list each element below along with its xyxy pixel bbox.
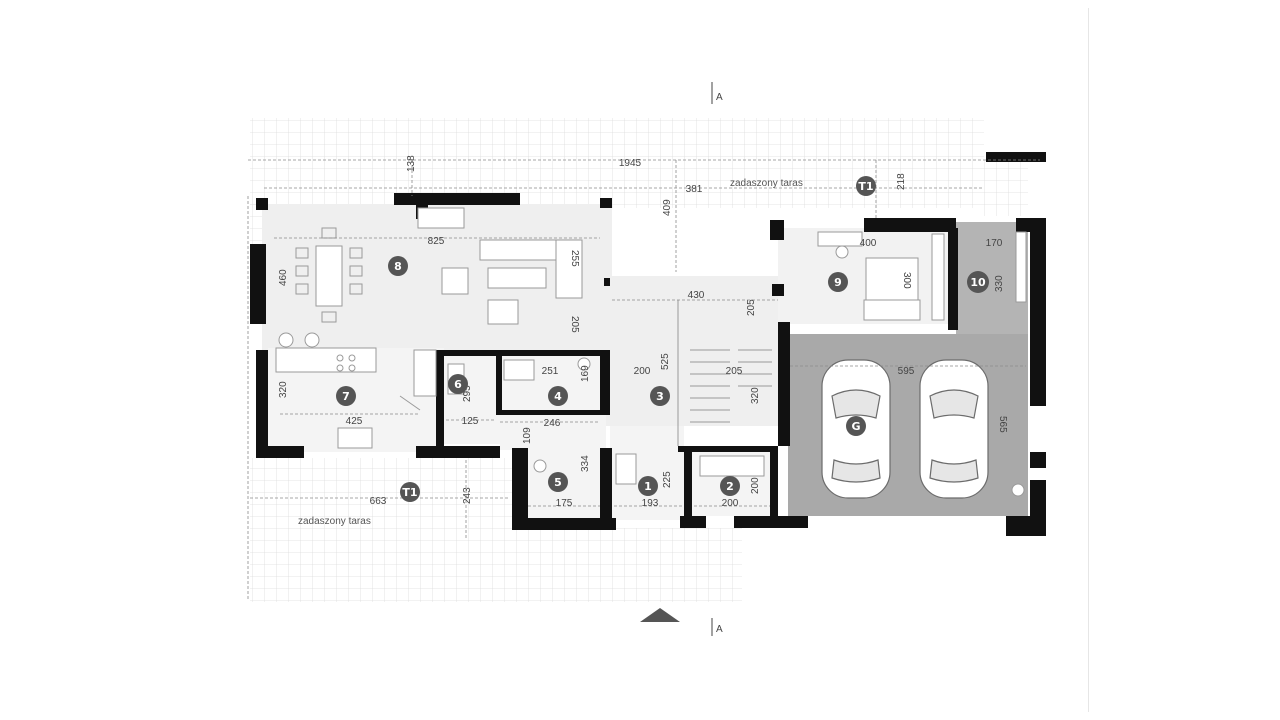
dim-room5-left: 109 (522, 427, 533, 444)
dim-hall-width: 430 (688, 290, 705, 301)
dim-garage-depth: 565 (997, 416, 1008, 433)
dim-stairs-width: 205 (726, 366, 743, 377)
room-badge-garage-label: G (851, 420, 860, 433)
dim-room6-depth: 295 (462, 385, 473, 402)
room-badge-5-label: 5 (554, 476, 562, 489)
dim-corridor-width: 200 (634, 366, 651, 377)
page-divider-line (1088, 8, 1089, 712)
dim-room10-width: 170 (986, 238, 1003, 249)
dim-kitchen-width: 425 (346, 416, 363, 427)
room-badge-8-label: 8 (394, 260, 402, 273)
terrace-bottom-badge: T1 (400, 482, 420, 502)
room-badge-10-label: 10 (970, 276, 986, 289)
section-marker-top: A (711, 82, 723, 104)
dim-corridor-depth: 525 (660, 353, 671, 370)
dimension-labels: 1945 138 381 218 409 825 460 255 205 430… (278, 155, 1008, 509)
room-badge-5: 5 (548, 472, 568, 492)
room-badge-3-label: 3 (656, 390, 664, 403)
room-badge-9-label: 9 (834, 276, 842, 289)
terrace-bottom-label: zadaszony taras (298, 516, 371, 527)
room-badge-7: 7 (336, 386, 356, 406)
garage-cars (821, 359, 989, 499)
dim-room1-width: 193 (642, 498, 659, 509)
terrace-top-badge-label: T1 (858, 180, 873, 193)
dim-hall-depth: 409 (662, 199, 673, 216)
dim-hall-gap: 205 (746, 299, 757, 316)
dim-room5-depth: 334 (580, 455, 591, 472)
room-badge-4-label: 4 (554, 390, 562, 403)
dim-room4-depth: 169 (580, 365, 591, 382)
room-badge-2-label: 2 (726, 480, 734, 493)
dim-room10-depth: 330 (994, 275, 1005, 292)
room-badge-3: 3 (650, 386, 670, 406)
room-badge-10: 10 (967, 271, 989, 293)
furniture (275, 207, 1027, 497)
dim-kitchen-depth: 320 (278, 381, 289, 398)
dim-room4-width: 251 (542, 366, 559, 377)
room-badge-2: 2 (720, 476, 740, 496)
dim-terrace-bottom-depth: 243 (462, 487, 473, 504)
dim-room2-depth: 200 (750, 477, 761, 494)
section-marker-bottom-label: A (716, 624, 723, 635)
dim-room9-depth: 300 (901, 272, 912, 289)
dim-living-sofa: 255 (569, 250, 580, 267)
dim-room5-width: 175 (556, 498, 573, 509)
dim-terrace-top-width: 381 (686, 184, 703, 195)
room-badge-1-label: 1 (644, 480, 652, 493)
dim-terrace-bottom-width: 663 (370, 496, 387, 507)
dim-room9-width: 400 (860, 238, 877, 249)
room-badge-6-label: 6 (454, 378, 462, 391)
entrance-arrow-icon (640, 608, 680, 622)
terrace-bottom-badge-label: T1 (402, 486, 417, 499)
section-marker-top-label: A (716, 92, 723, 103)
dim-terrace-top-depth-right: 218 (896, 173, 907, 190)
dim-room6-width: 125 (462, 416, 479, 427)
dim-room1-depth: 225 (662, 471, 673, 488)
terrace-bottom (250, 458, 742, 602)
room-badge-9: 9 (828, 272, 848, 292)
room-badge-1: 1 (638, 476, 658, 496)
dim-room2-width: 200 (722, 498, 739, 509)
dim-top-total: 1945 (619, 158, 642, 169)
dim-garage-width: 595 (898, 366, 915, 377)
dim-terrace-top-depth: 138 (406, 155, 417, 172)
room-badges: 8 7 6 4 3 5 1 2 9 10 G (336, 256, 989, 496)
terrace-top-badge: T1 (856, 176, 876, 196)
dim-living-depth-left: 460 (278, 269, 289, 286)
room-badge-8: 8 (388, 256, 408, 276)
dim-living-gap: 205 (569, 316, 580, 333)
dim-stairs-depth: 320 (750, 387, 761, 404)
dim-room5-top: 246 (544, 418, 561, 429)
room-badge-6: 6 (448, 374, 468, 394)
section-marker-bottom: A (711, 618, 723, 636)
room-badge-4: 4 (548, 386, 568, 406)
walls (250, 152, 1046, 536)
room-badge-garage: G (846, 416, 866, 436)
terrace-top-label: zadaszony taras (730, 178, 803, 189)
room-badge-7-label: 7 (342, 390, 350, 403)
dim-living-width: 825 (428, 236, 445, 247)
